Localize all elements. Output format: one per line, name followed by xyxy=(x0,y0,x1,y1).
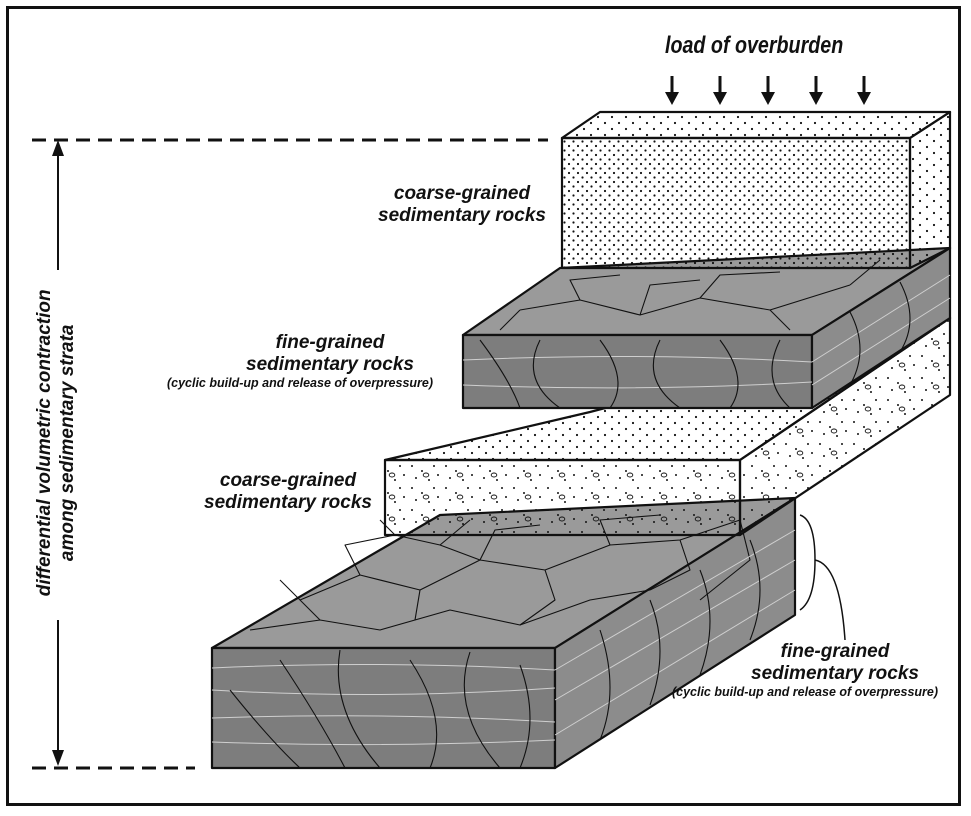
coarse-grained-top-block xyxy=(560,110,952,270)
label-leader-line-2 xyxy=(814,559,846,641)
label-coarse-middle: coarse-grained sedimentary rocks xyxy=(198,470,378,514)
label-fine-lower: fine-grained sedimentary rocks (cyclic b… xyxy=(652,641,958,699)
label-fine-lower-note: (cyclic build-up and release of overpres… xyxy=(671,684,939,699)
label-coarse-top-line2: sedimentary rocks xyxy=(378,204,546,226)
label-fine-upper: fine-grained sedimentary rocks (cyclic b… xyxy=(150,332,450,390)
label-fine-lower-line1: fine-grained xyxy=(780,641,890,662)
fine-upper-side-face xyxy=(810,246,952,410)
label-coarse-top: coarse-grained sedimentary rocks xyxy=(372,183,552,227)
coarse-top-top-face xyxy=(560,110,952,140)
label-fine-lower-line2: sedimentary rocks xyxy=(751,662,919,684)
label-fine-upper-note: (cyclic build-up and release of overpres… xyxy=(166,375,434,390)
side-label-line2: among sedimentary strata xyxy=(57,324,78,562)
fine-grained-upper-block xyxy=(461,246,952,410)
label-fine-upper-line2: sedimentary rocks xyxy=(246,353,414,375)
side-label: differential volumetric contraction amon… xyxy=(34,273,80,613)
coarse-top-front-face xyxy=(560,136,912,270)
label-leader-line xyxy=(799,514,816,611)
label-coarse-top-line1: coarse-grained xyxy=(393,183,531,204)
load-arrows xyxy=(665,76,871,105)
arrow-down-icon xyxy=(52,750,64,766)
fine-grained-lower-block xyxy=(210,496,797,770)
height-indicator xyxy=(32,138,548,770)
coarse-middle-front-face xyxy=(383,458,742,537)
coarse-top-side-face xyxy=(908,110,952,270)
arrow-up-icon xyxy=(52,140,64,156)
label-coarse-middle-line1: coarse-grained xyxy=(219,470,357,491)
figure-title: load of overburden xyxy=(665,32,844,59)
side-label-line1: differential volumetric contraction xyxy=(34,289,56,597)
label-coarse-middle-line2: sedimentary rocks xyxy=(204,491,372,513)
label-fine-upper-line1: fine-grained xyxy=(275,332,385,353)
coarse-middle-side-face xyxy=(738,316,952,537)
